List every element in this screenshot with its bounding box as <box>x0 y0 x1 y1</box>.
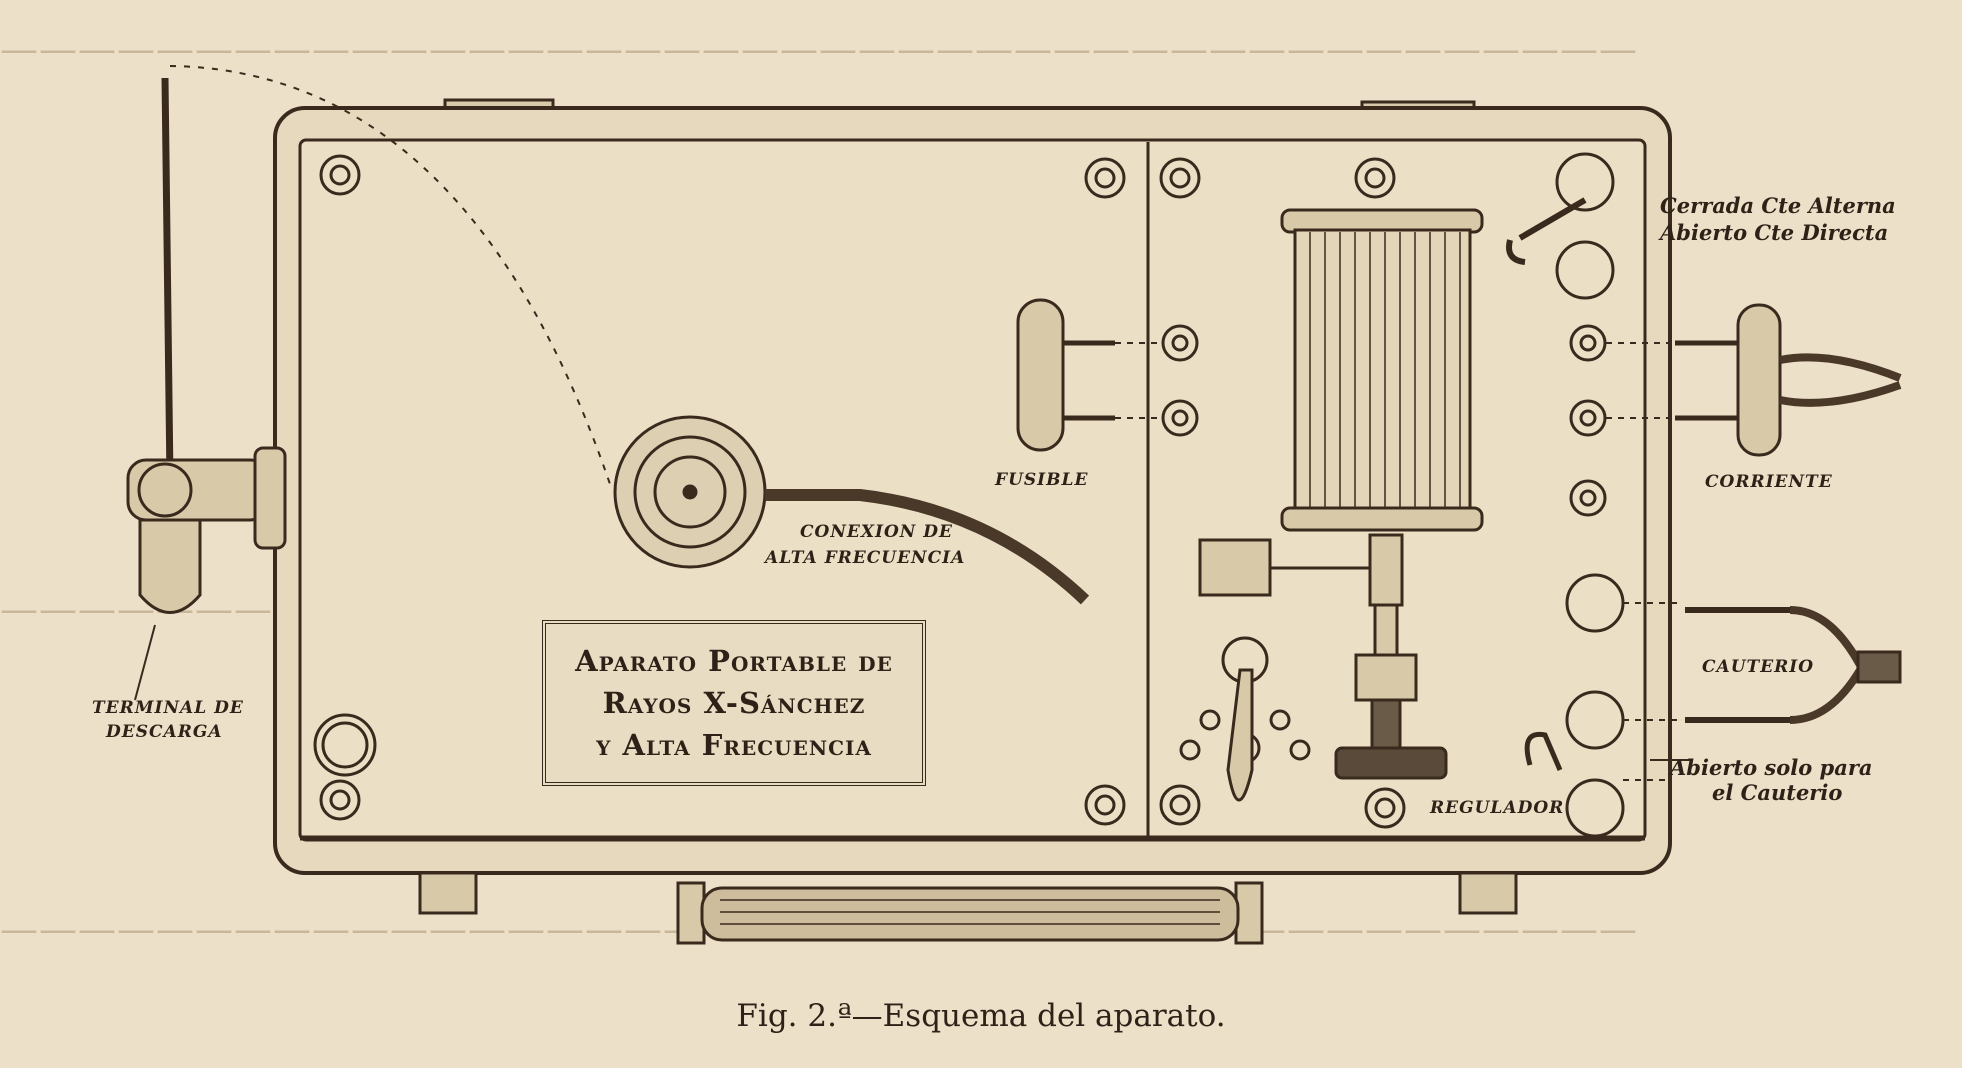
ac-dc-link <box>1506 197 1587 265</box>
switch-lever <box>1226 668 1254 802</box>
apparatus-nameplate: Aparato Portable de Rayos X-Sánchez y Al… <box>542 620 926 786</box>
regulator-post <box>1368 533 1404 607</box>
cautery-link <box>1524 731 1563 771</box>
foot-right <box>1458 871 1518 915</box>
handle-mount-right <box>1234 881 1264 945</box>
nameplate-line-1: Aparato Portable de <box>575 644 893 678</box>
label-abierto-solo-1: Abierto solo para <box>1670 755 1873 780</box>
cautery-cable <box>1789 606 1864 724</box>
label-abierto-solo-2: el Cauterio <box>1712 780 1843 805</box>
regulator-screw <box>1370 698 1402 752</box>
hf-cable <box>765 489 1090 605</box>
foot-left <box>418 871 478 915</box>
label-conexion-2: ALTA FRECUENCIA <box>765 548 966 568</box>
figure-caption: Fig. 2.ª—Esquema del aparato. <box>736 998 1226 1034</box>
carrying-handle <box>700 886 1240 942</box>
discharge-rod <box>161 77 174 481</box>
bleed-through-text: ————————————————————————————————————————… <box>0 27 1638 71</box>
panel-screws <box>319 154 1406 829</box>
label-regulador: REGULADOR <box>1430 798 1565 818</box>
handle-mount-left <box>676 881 706 945</box>
coil-bottom-cap <box>1280 506 1484 532</box>
label-cerrada-alterna: Cerrada Cte Alterna <box>1660 193 1896 218</box>
regulator-knob <box>1334 746 1448 780</box>
label-cauterio: CAUTERIO <box>1702 657 1815 677</box>
label-terminal-descarga-2: DESCARGA <box>106 722 223 742</box>
label-corriente: CORRIENTE <box>1705 472 1833 492</box>
label-terminal-descarga-1: TERMINAL DE <box>92 698 244 718</box>
power-plug <box>1736 303 1782 457</box>
coil-body <box>1293 228 1472 512</box>
fuse-body <box>1016 298 1065 452</box>
terminal-knob <box>138 518 202 614</box>
ac-dc-terminal-top <box>1555 152 1615 212</box>
label-abierto-directa: Abierto Cte Directa <box>1660 220 1889 245</box>
nameplate-line-2: Rayos X-Sánchez <box>602 686 866 720</box>
regulator-block <box>1198 538 1272 597</box>
power-cable <box>1779 353 1902 407</box>
nameplate-line-3: y Alta Frecuencia <box>596 728 872 762</box>
ac-dc-terminal-bottom <box>1555 240 1615 300</box>
rod-swing-arc <box>169 65 613 491</box>
label-conexion-1: CONEXION DE <box>800 522 953 542</box>
regulator-nut <box>1354 653 1418 702</box>
cautery-terminal-bottom <box>1565 778 1625 838</box>
label-fusible: FUSIBLE <box>995 470 1089 490</box>
indicator-button <box>313 713 377 777</box>
